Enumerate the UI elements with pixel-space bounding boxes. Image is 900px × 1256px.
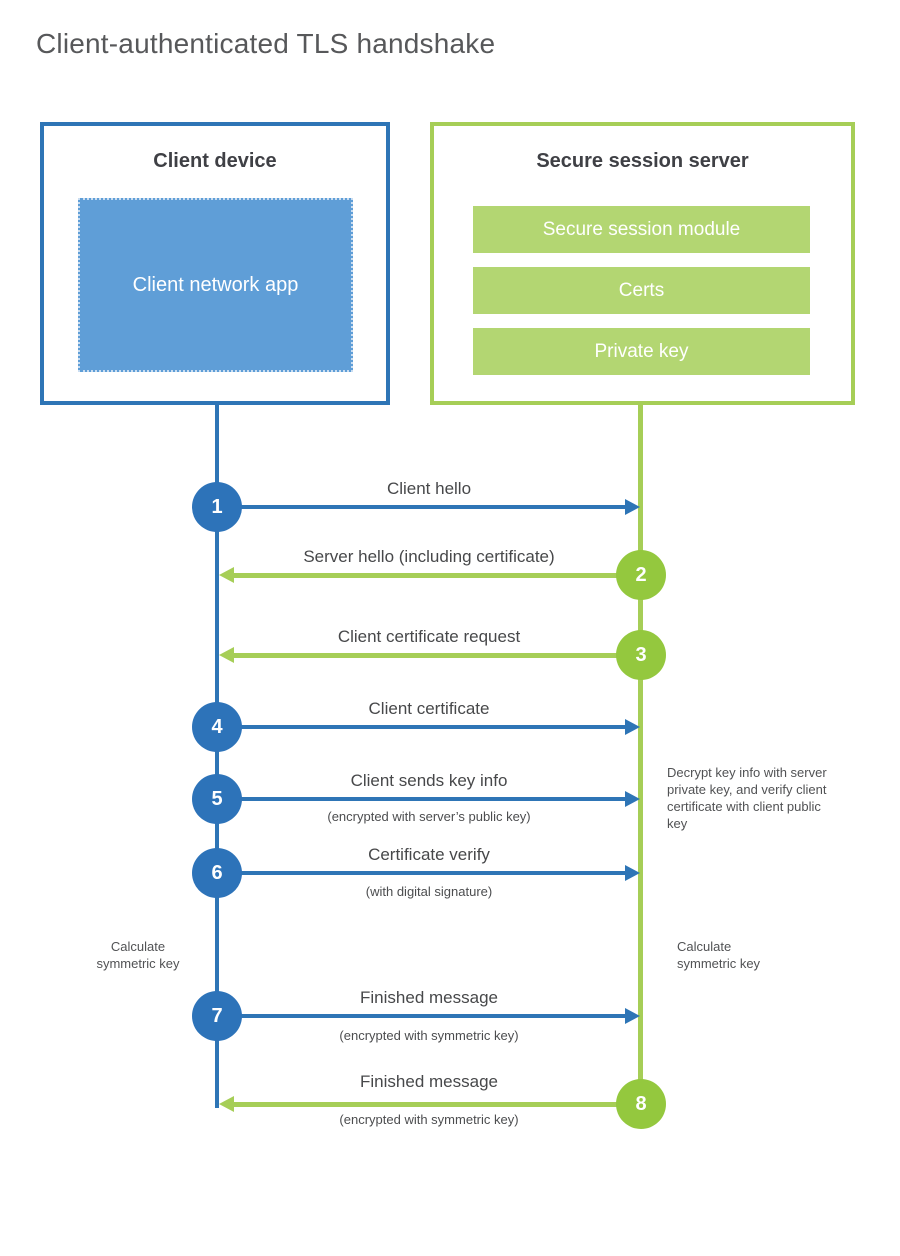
- message-label: Finished message: [360, 1072, 498, 1091]
- arrow-left-icon: [219, 567, 234, 583]
- server-module-secure-session: Secure session module: [473, 206, 810, 253]
- arrow-line: [233, 653, 620, 658]
- server-decrypt-note: Decrypt key info with server private key…: [667, 765, 827, 831]
- message-label: Certificate verify: [368, 845, 490, 864]
- server-lifeline: [638, 405, 643, 1106]
- step-number-badge: 8: [616, 1079, 666, 1129]
- message-sublabel: (encrypted with symmetric key): [339, 1112, 519, 1127]
- step-number-badge: 3: [616, 630, 666, 680]
- arrow-line: [238, 1014, 625, 1018]
- arrow-right-icon: [625, 865, 640, 881]
- message-label: Client sends key info: [350, 771, 508, 790]
- client-network-app-box: Client network app: [78, 198, 353, 372]
- message-label: Finished message: [360, 988, 498, 1007]
- arrow-left-icon: [219, 647, 234, 663]
- arrow-line: [233, 1102, 620, 1107]
- step-number-badge: 1: [192, 482, 242, 532]
- arrow-line: [238, 505, 625, 509]
- arrow-left-icon: [219, 1096, 234, 1112]
- arrow-right-icon: [625, 719, 640, 735]
- message-label: Server hello (including certificate): [303, 547, 555, 566]
- step-number-badge: 2: [616, 550, 666, 600]
- message-label: Client certificate request: [337, 627, 521, 646]
- arrow-line: [238, 871, 625, 875]
- step-number-badge: 5: [192, 774, 242, 824]
- client-network-app-label: Client network app: [132, 274, 299, 296]
- step-number-badge: 7: [192, 991, 242, 1041]
- step-number-badge: 6: [192, 848, 242, 898]
- arrow-right-icon: [625, 1008, 640, 1024]
- message-sublabel: (with digital signature): [365, 884, 493, 899]
- step-number-badge: 4: [192, 702, 242, 752]
- client-device-title: Client device: [153, 150, 277, 172]
- client-lifeline: [215, 405, 219, 1108]
- server-calculate-note: Calculate symmetric key: [677, 939, 761, 971]
- message-sublabel: (encrypted with symmetric key): [339, 1028, 519, 1043]
- arrow-line: [238, 725, 625, 729]
- message-label: Client hello: [386, 479, 472, 498]
- server-title: Secure session server: [536, 150, 749, 172]
- page-title: Client-authenticated TLS handshake: [36, 28, 496, 59]
- message-label: Client certificate: [368, 699, 490, 718]
- server-module-private-key: Private key: [473, 328, 810, 375]
- server-box: Secure session server Secure session mod…: [430, 122, 855, 405]
- arrow-line: [238, 797, 625, 801]
- server-module-certs: Certs: [473, 267, 810, 314]
- client-calculate-note: Calculate symmetric key: [96, 939, 180, 971]
- arrow-right-icon: [625, 791, 640, 807]
- arrow-line: [233, 573, 620, 578]
- message-sublabel: (encrypted with server’s public key): [327, 809, 531, 824]
- client-device-box: Client device Client network app: [40, 122, 390, 405]
- arrow-right-icon: [625, 499, 640, 515]
